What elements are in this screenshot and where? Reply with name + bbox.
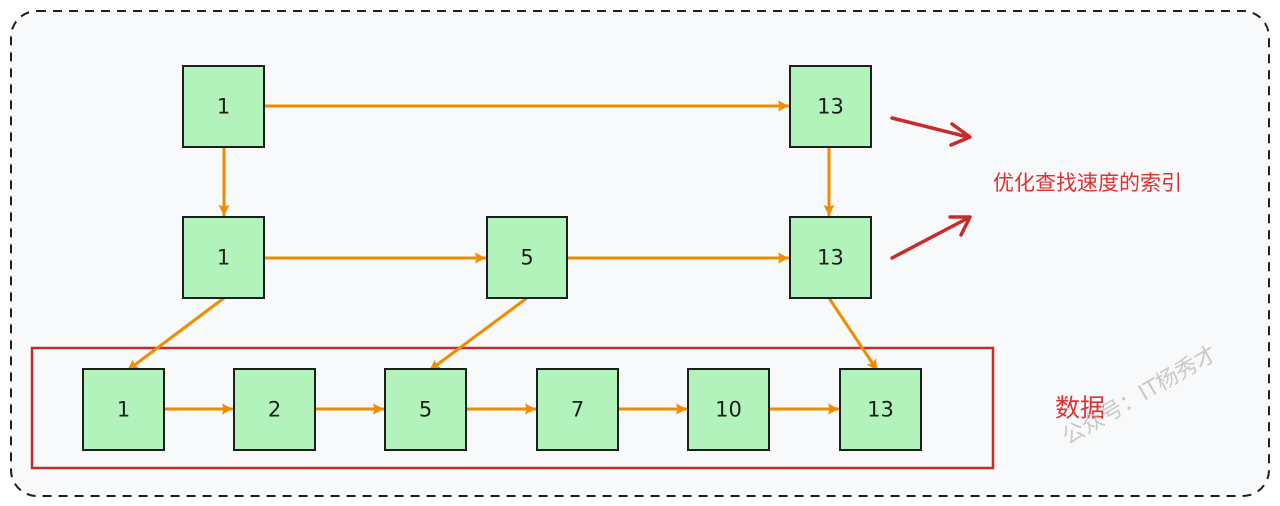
middle-level: 1 5 13 [182, 216, 872, 299]
svg-text:2: 2 [268, 398, 281, 422]
svg-text:13: 13 [867, 398, 894, 422]
index-label: 优化查找速度的索引 [993, 171, 1182, 195]
node-top-0: 1 [182, 65, 265, 148]
node-top-1: 13 [789, 65, 872, 148]
svg-text:7: 7 [571, 398, 584, 422]
arrow-diag-mid13-to-bottom13 [827, 296, 879, 372]
node-bottom-1: 2 [233, 368, 316, 451]
svg-text:1: 1 [117, 398, 130, 422]
node-bottom-0: 1 [82, 368, 165, 451]
top-level: 1 13 [182, 65, 872, 148]
node-mid-0: 1 [182, 216, 265, 299]
node-mid-1: 5 [486, 216, 568, 299]
node-bottom-5: 13 [839, 368, 922, 451]
arrows [126, 100, 879, 415]
data-label: 数据 [1055, 394, 1105, 423]
node-bottom-2: 5 [384, 368, 467, 451]
arrow-diag-mid5-to-bottom5 [428, 296, 529, 372]
svg-text:13: 13 [817, 95, 844, 119]
bottom-level: 1 2 5 7 10 13 [82, 368, 922, 451]
svg-text:10: 10 [715, 398, 742, 422]
arrow-diag-mid1-to-bottom1 [126, 296, 226, 372]
svg-text:13: 13 [817, 246, 844, 270]
red-arrow-lower [890, 215, 972, 260]
svg-text:1: 1 [217, 95, 230, 119]
node-bottom-4: 10 [687, 368, 770, 451]
index-pointer-arrows [890, 116, 972, 260]
svg-text:5: 5 [520, 246, 533, 270]
node-bottom-3: 7 [536, 368, 619, 451]
svg-text:1: 1 [217, 246, 230, 270]
data-level-box [30, 346, 995, 470]
red-arrow-upper [890, 116, 972, 147]
node-mid-2: 13 [789, 216, 872, 299]
svg-text:5: 5 [419, 398, 432, 422]
